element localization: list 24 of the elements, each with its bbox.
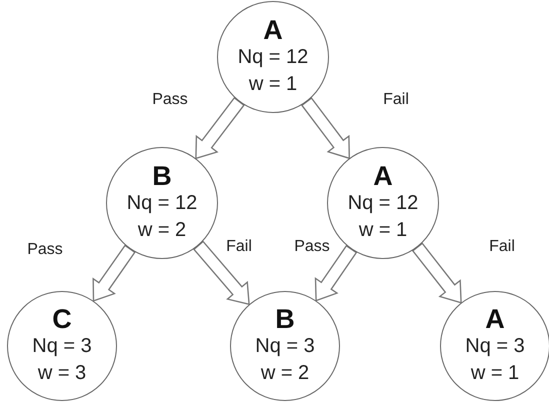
block-arrow: [195, 96, 245, 160]
state-value: w = 1: [470, 361, 520, 386]
state-letter: B: [152, 162, 172, 190]
state-letter: A: [485, 305, 505, 333]
block-arrow: [314, 244, 358, 302]
state-letter: C: [52, 305, 72, 333]
state-value: w = 1: [248, 72, 298, 97]
state-value: Nq = 3: [465, 334, 525, 359]
state-value: Nq = 3: [255, 334, 315, 359]
block-arrow: [412, 242, 462, 304]
state-value: w = 1: [358, 218, 408, 243]
state-value: Nq = 12: [348, 191, 418, 216]
state-value: w = 2: [260, 361, 310, 386]
state-letter: A: [373, 162, 393, 190]
state-value: w = 3: [38, 361, 86, 386]
block-arrow: [92, 244, 136, 302]
state-letter: B: [275, 305, 295, 333]
state-value: w = 2: [138, 218, 186, 243]
state-value: Nq = 12: [238, 45, 308, 70]
state-letter: A: [263, 16, 283, 44]
state-value: Nq = 3: [32, 334, 92, 359]
state-value: Nq = 12: [126, 191, 198, 216]
block-arrow: [193, 240, 250, 306]
block-arrow: [300, 97, 350, 160]
